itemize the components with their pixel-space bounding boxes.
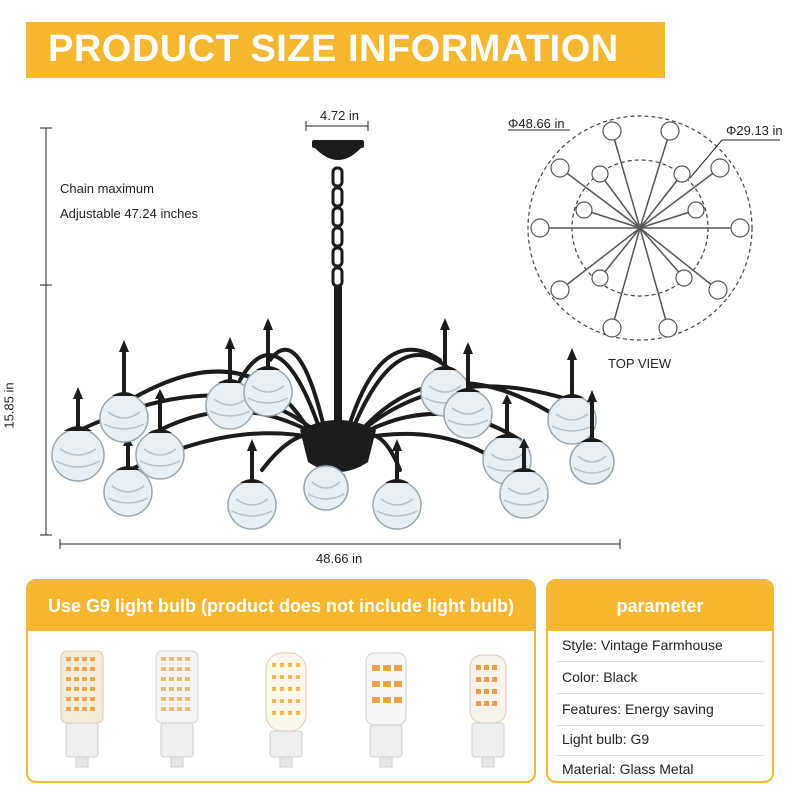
g9-bulb-2 — [155, 650, 199, 768]
inner-diameter-label: Φ29.13 in — [726, 123, 783, 138]
chain-text-line1: Chain maximum — [60, 181, 154, 196]
g9-bulb-1 — [60, 650, 104, 768]
top-view-diagram — [508, 115, 780, 341]
height-label: 15.85 in — [1, 382, 17, 429]
param-divider — [556, 725, 764, 726]
width-label: 48.66 in — [316, 551, 363, 566]
canopy-width-label: 4.72 in — [320, 108, 360, 123]
param-divider — [556, 755, 764, 756]
param-color: Color: Black — [562, 669, 638, 685]
bulb-panel-title: Use G9 light bulb (product does not incl… — [28, 581, 534, 631]
param-material: Material: Glass Metal — [562, 761, 694, 777]
top-view-label: TOP VIEW — [608, 356, 672, 371]
chandelier-illustration — [40, 115, 780, 549]
param-light-bulb: Light bulb: G9 — [562, 731, 650, 747]
param-divider — [556, 661, 764, 662]
param-style: Style: Vintage Farmhouse — [562, 637, 723, 653]
page-title: PRODUCT SIZE INFORMATION — [48, 28, 619, 70]
g9-bulb-3 — [265, 652, 307, 768]
bulb-images — [60, 650, 507, 768]
parameter-panel-title: parameter — [548, 581, 772, 631]
bulb-panel: Use G9 light bulb (product does not incl… — [26, 579, 536, 783]
chain-text-line2: Adjustable 47.24 inches — [60, 206, 199, 221]
g9-bulb-5 — [469, 654, 507, 768]
parameter-panel: parameter Style: Vintage Farmhouse Color… — [546, 579, 774, 783]
outer-diameter-label: Φ48.66 in — [508, 116, 565, 131]
param-features: Features: Energy saving — [562, 701, 714, 717]
g9-bulb-4 — [365, 652, 407, 768]
param-divider — [556, 693, 764, 694]
title-banner — [26, 22, 665, 78]
